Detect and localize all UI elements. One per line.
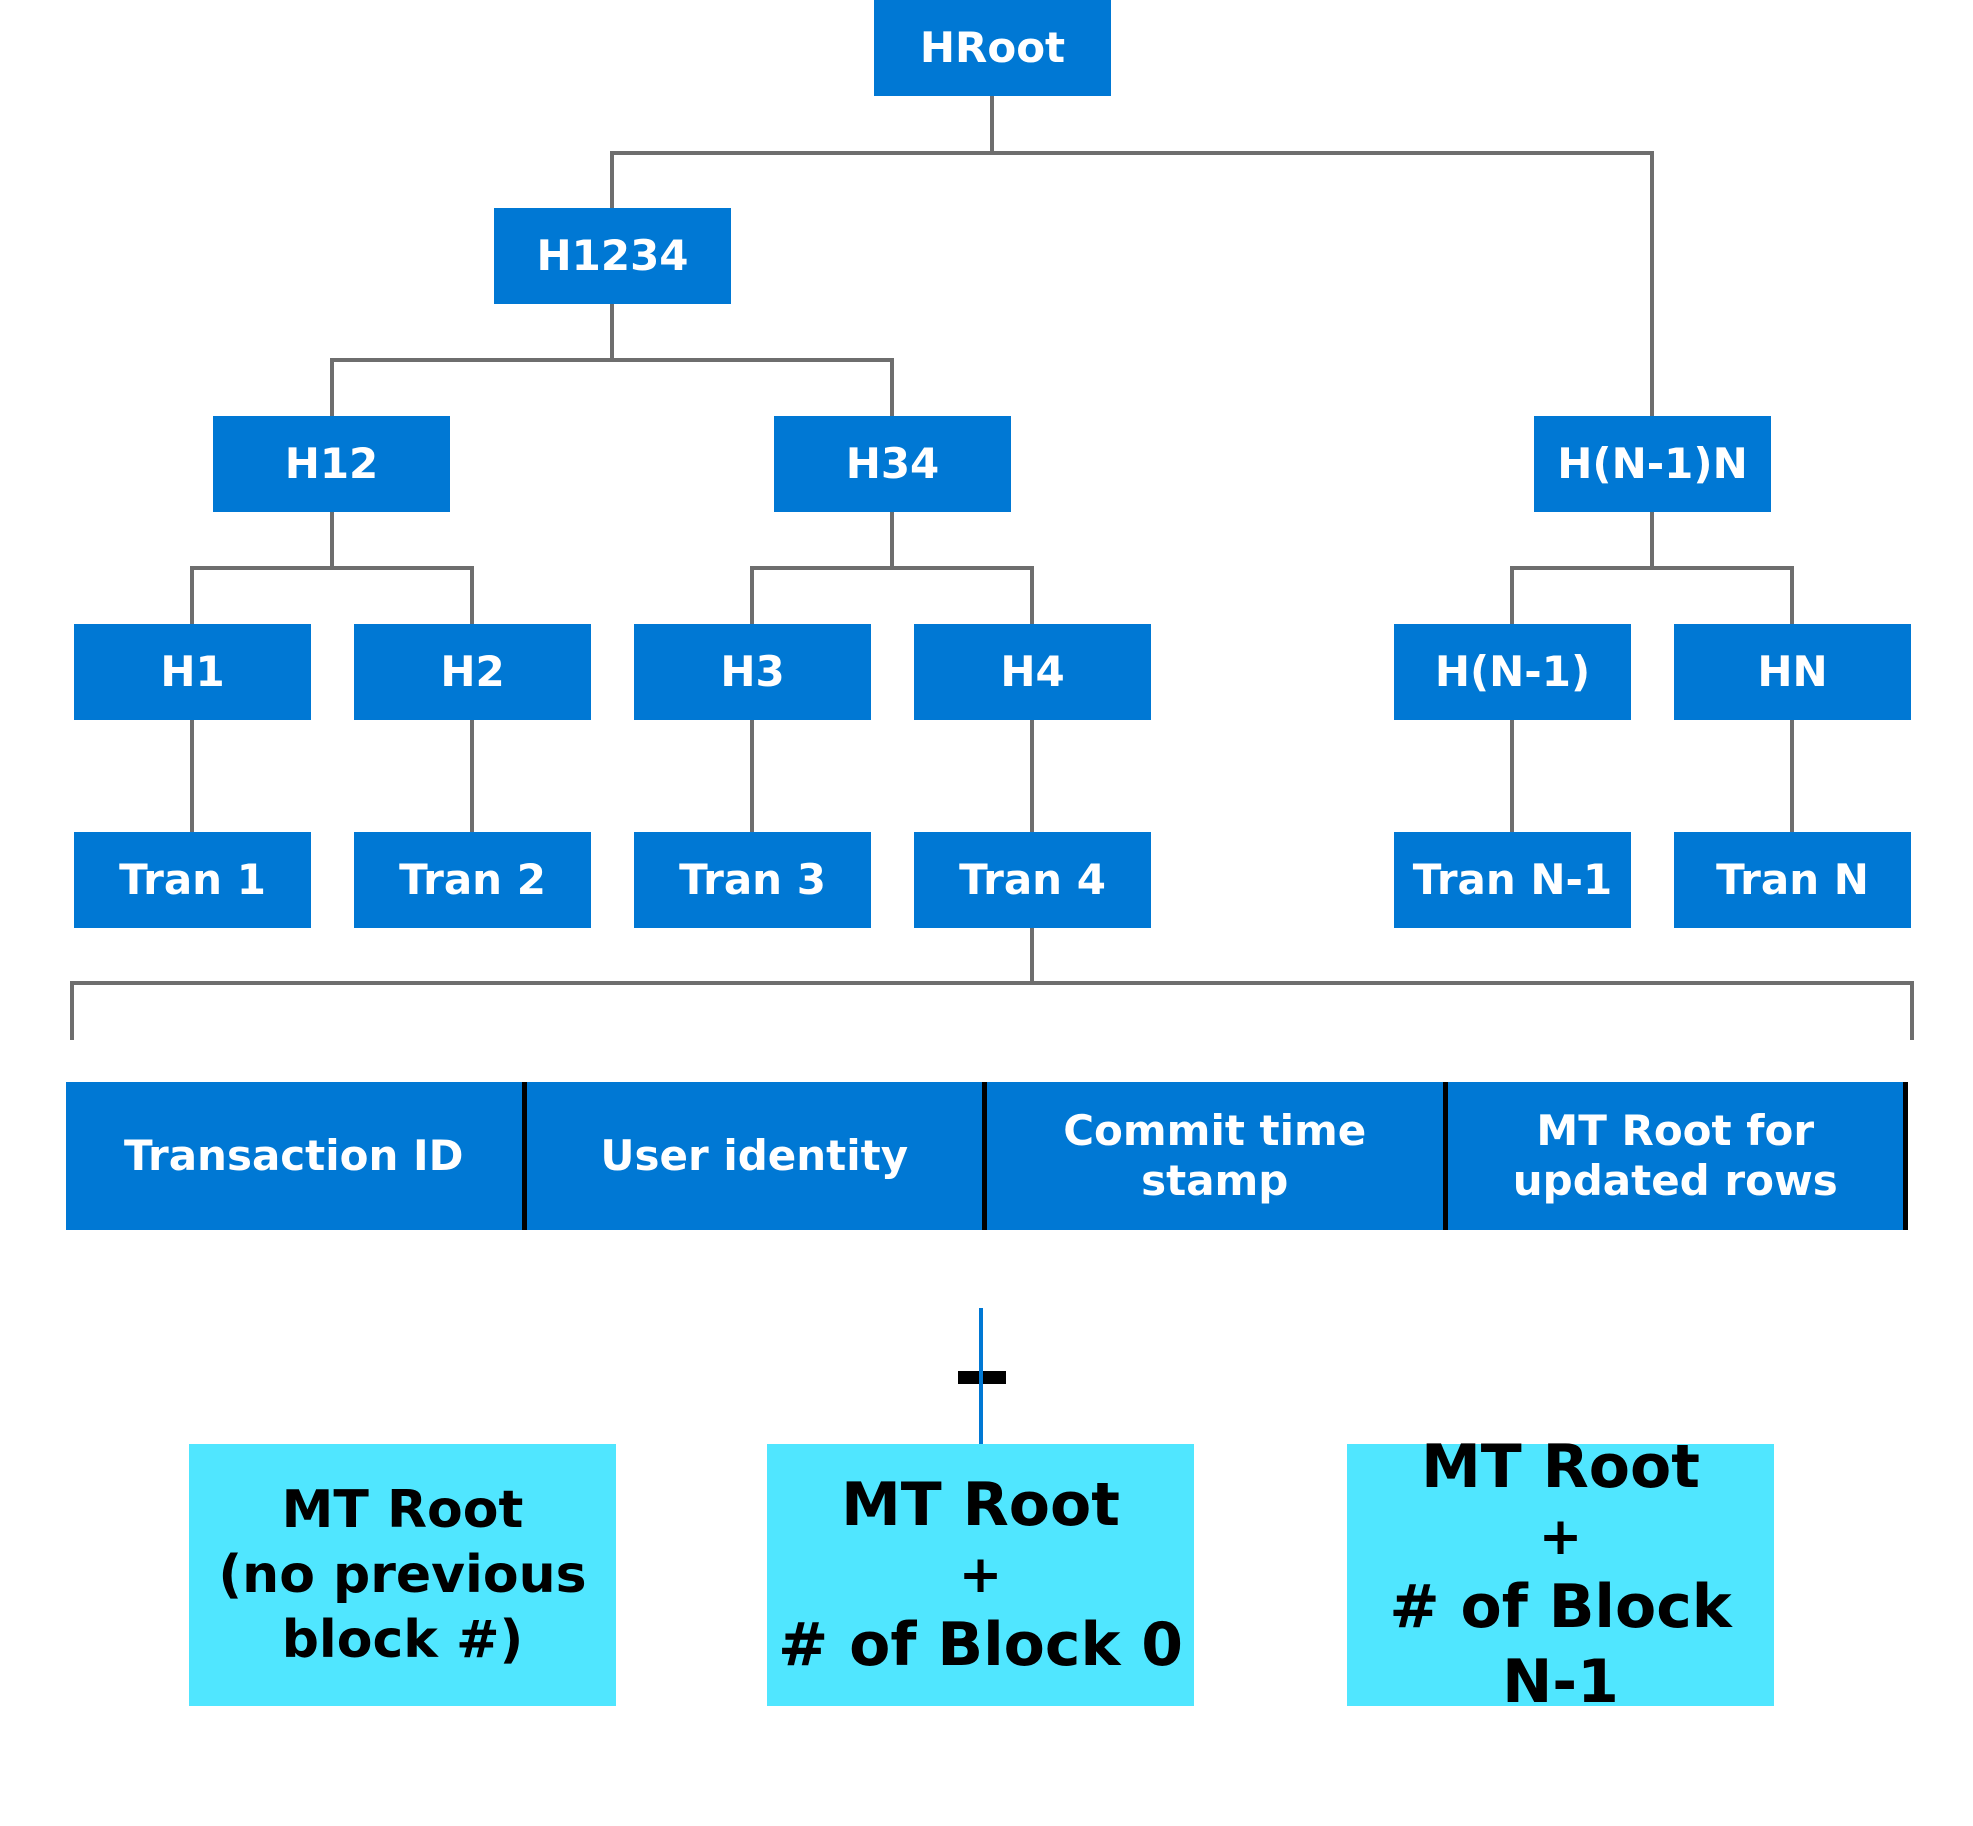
connector-root-right	[992, 151, 1654, 416]
block-0-line-1: MT Root	[281, 1479, 524, 1540]
node-h1: H1	[74, 624, 311, 720]
node-tran-n-1: Tran N-1	[1394, 832, 1631, 928]
connector-hn1n-right	[1652, 566, 1794, 624]
field-user-identity: User identity	[527, 1082, 987, 1230]
field-mt-root-updated-rows: MT Root for updated rows	[1448, 1082, 1908, 1230]
connector-root	[610, 96, 994, 208]
connector-h34	[750, 512, 894, 624]
node-h1234: H1234	[494, 208, 731, 304]
node-tran-2: Tran 2	[354, 832, 591, 928]
node-h2: H2	[354, 624, 591, 720]
node-hn: HN	[1674, 624, 1911, 720]
block-0-line-2: (no previous	[218, 1544, 587, 1605]
connector-h34-right	[892, 566, 1034, 624]
block-n-line-2: +	[1538, 1507, 1583, 1567]
node-tran-n: Tran N	[1674, 832, 1911, 928]
block-1-line-1: MT Root	[841, 1469, 1120, 1540]
transaction-record: Transaction ID User identity Commit time…	[66, 1082, 1908, 1230]
block-0-line-3: block #)	[281, 1609, 524, 1670]
block-n-line-1: MT Root	[1421, 1432, 1700, 1502]
connector-h12-right	[332, 566, 474, 624]
node-tran-4: Tran 4	[914, 832, 1151, 928]
node-tran-3: Tran 3	[634, 832, 871, 928]
node-h3: H3	[634, 624, 871, 720]
node-hn1n: H(N-1)N	[1534, 416, 1771, 512]
block-0: MT Root (no previous block #)	[189, 1444, 616, 1706]
connector-h1234-right	[612, 358, 894, 416]
node-h4: H4	[914, 624, 1151, 720]
tree-connectors	[70, 96, 1914, 1040]
node-hn1: H(N-1)	[1394, 624, 1631, 720]
block-1-line-3: # of Block 0	[778, 1609, 1183, 1680]
block-n: MT Root + # of Block N-1	[1347, 1432, 1774, 1717]
block-n-line-3: # of Block N-1	[1389, 1572, 1732, 1717]
block-1-line-2: +	[958, 1544, 1003, 1605]
node-tran-1: Tran 1	[74, 832, 311, 928]
node-h34: H34	[774, 416, 1011, 512]
field-commit-timestamp: Commit time stamp	[987, 1082, 1448, 1230]
connector-hn1n	[1510, 512, 1654, 624]
node-h12: H12	[213, 416, 450, 512]
record-bracket	[70, 981, 1914, 1040]
field-transaction-id: Transaction ID	[66, 1082, 527, 1230]
connector-h12	[190, 512, 334, 624]
connector-h1234	[330, 304, 614, 416]
block-1: MT Root + # of Block 0	[767, 1444, 1194, 1706]
node-hroot: HRoot	[874, 0, 1111, 96]
